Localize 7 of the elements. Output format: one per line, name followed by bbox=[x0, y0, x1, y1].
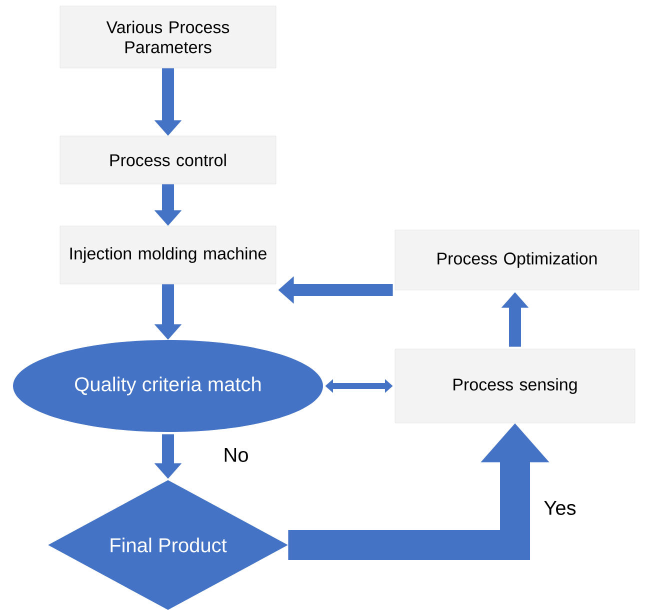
edge-label: No bbox=[222, 447, 250, 463]
process-box: Process sensing bbox=[394, 348, 636, 424]
process-box: Various Process Parameters bbox=[60, 6, 276, 68]
process-box: Process Optimization bbox=[394, 230, 640, 290]
process-box: Injection molding machine bbox=[60, 226, 276, 284]
process-box: Process control bbox=[60, 136, 276, 184]
edge-label: Yes bbox=[542, 500, 578, 516]
